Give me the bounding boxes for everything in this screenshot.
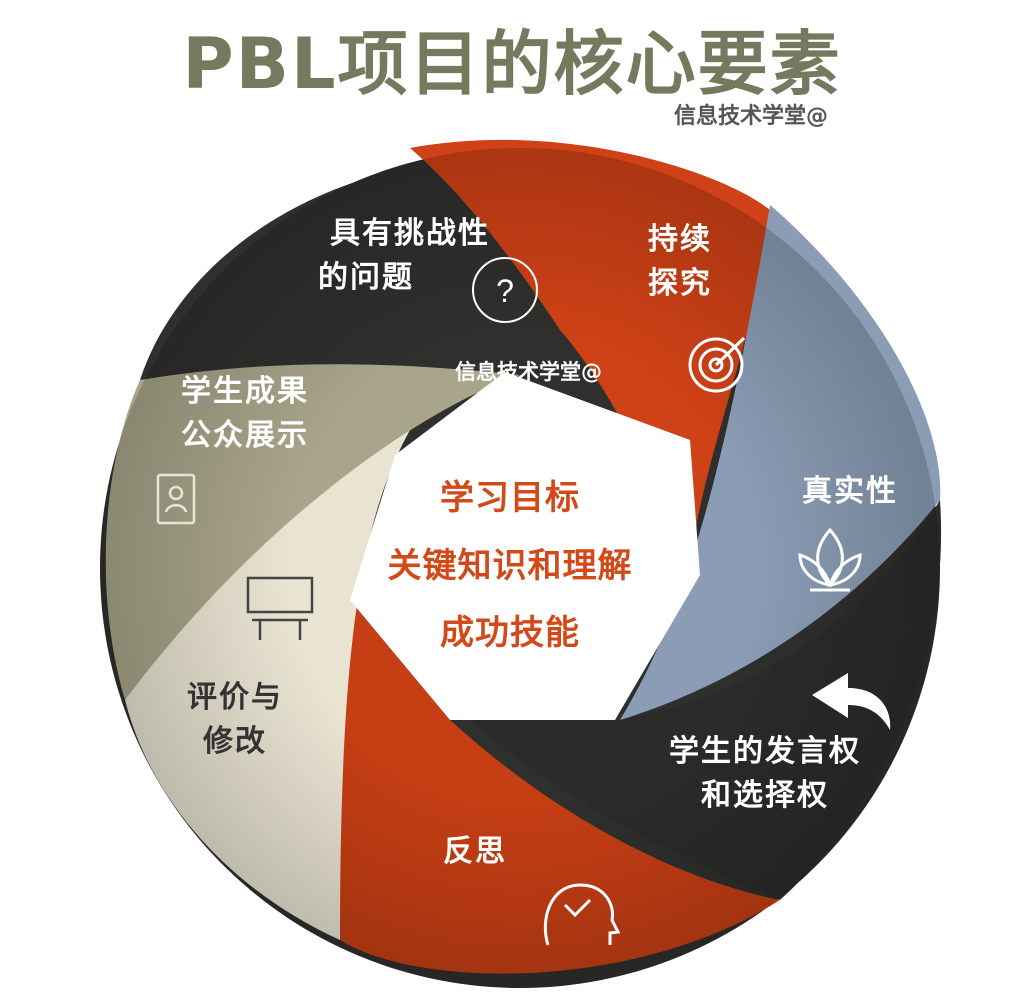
center-line1: 学习目标 (440, 478, 580, 518)
brain-head-icon (543, 883, 621, 946)
watermark-center: 信息技术学堂@ (455, 360, 602, 384)
billboard-icon (246, 576, 314, 640)
label-critique-line1: 评价与 (187, 680, 283, 715)
label-challenging-line2: 的问题 (318, 260, 414, 295)
center-line2: 关键知识和理解 (387, 546, 633, 586)
label-authenticity-line1: 真实性 (802, 474, 898, 509)
label-voice-line2: 和选择权 (701, 778, 829, 813)
label-inquiry: 持续 探究 (630, 218, 730, 306)
label-challenging: 具有挑战性 的问题 (310, 212, 510, 300)
label-product-line2: 公众展示 (181, 418, 309, 453)
question-icon: ? (472, 257, 538, 323)
center-line3: 成功技能 (440, 613, 580, 653)
return-arrow-icon (812, 673, 891, 730)
watermark-top: 信息技术学堂@ (673, 104, 828, 129)
label-voice: 学生的发言权 和选择权 (650, 730, 880, 818)
label-product-line1: 学生成果 (181, 374, 309, 409)
label-critique-line2: 修改 (203, 724, 267, 759)
lotus-icon (798, 527, 862, 592)
label-reflection-line1: 反思 (443, 834, 507, 869)
label-critique: 评价与 修改 (175, 676, 295, 764)
profile-card-icon (156, 473, 196, 525)
label-authenticity: 真实性 (790, 470, 910, 514)
label-reflection: 反思 (430, 830, 520, 874)
svg-text:?: ? (496, 273, 514, 309)
label-voice-line1: 学生的发言权 (669, 734, 861, 769)
target-icon (688, 336, 746, 393)
label-product: 学生成果 公众展示 (160, 370, 330, 458)
label-inquiry-line2: 探究 (648, 266, 712, 301)
label-challenging-line1: 具有挑战性 (330, 216, 490, 251)
label-inquiry-line1: 持续 (648, 222, 712, 257)
page-title: PBL项目的核心要素 (182, 23, 842, 105)
